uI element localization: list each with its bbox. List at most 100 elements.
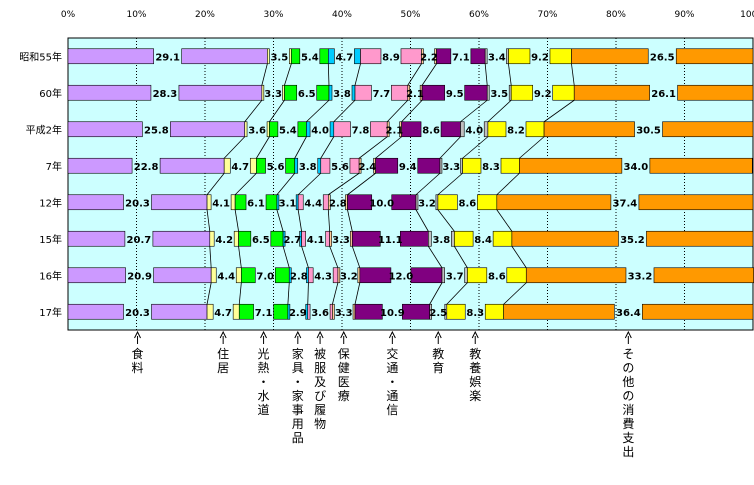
data-label: 9.2	[534, 89, 552, 100]
bar-segment	[429, 303, 432, 320]
data-label: 9.2	[531, 52, 549, 63]
bar-segment	[653, 267, 754, 284]
x-tick-label: 10%	[126, 10, 146, 20]
connector-line	[437, 209, 455, 232]
bar-segment	[375, 157, 399, 174]
legend-label: 被服及び履物	[314, 347, 326, 431]
x-tick-label: 0%	[61, 10, 76, 20]
legend-label: 食料	[132, 346, 144, 375]
connector-line	[206, 282, 212, 305]
category-label: 昭和55年	[19, 50, 62, 63]
data-label: 8.4	[474, 235, 492, 246]
connector-line	[244, 100, 263, 122]
bar-segment	[421, 84, 445, 101]
bar-segment	[151, 303, 208, 320]
data-label: 10.9	[380, 308, 405, 319]
x-tick-label: 30%	[263, 10, 283, 20]
connector-line	[320, 136, 335, 159]
connector-line	[297, 209, 302, 232]
connector-line	[329, 246, 339, 268]
x-tick-label: 70%	[537, 10, 557, 20]
data-label: 2.8	[290, 271, 308, 282]
bar-segment	[407, 84, 411, 101]
connector-line	[287, 282, 290, 305]
bar-segment	[329, 303, 333, 320]
plot-area	[67, 37, 754, 331]
data-label: 4.7	[231, 162, 249, 173]
connector-line	[427, 246, 443, 268]
x-tick-label: 90%	[674, 10, 694, 20]
data-label: 10.0	[369, 198, 394, 209]
bar-segment	[235, 267, 242, 284]
bar-segment	[492, 230, 513, 247]
bar-segment	[675, 48, 754, 65]
bar-segment	[306, 121, 311, 138]
connector-line	[327, 63, 330, 86]
category-label: 7年	[46, 160, 62, 173]
bar-segment	[503, 303, 615, 320]
connector-line	[415, 209, 429, 232]
x-tick-label: 60%	[469, 10, 489, 20]
bar-segment	[288, 267, 292, 284]
connector-line	[508, 63, 512, 86]
legend-arrowhead	[294, 330, 302, 339]
data-label: 33.2	[628, 271, 653, 282]
bar-segment	[386, 121, 390, 138]
data-label: 35.2	[620, 235, 645, 246]
bar-segment	[484, 48, 488, 65]
connector-line	[294, 136, 307, 159]
data-label: 2.9	[289, 308, 307, 319]
bar-segment	[317, 157, 322, 174]
bar-segment	[261, 84, 265, 101]
bar-segment	[360, 48, 382, 65]
connector-line	[439, 136, 461, 159]
bar-segment	[152, 230, 211, 247]
data-label: 3.5	[270, 52, 288, 63]
connector-line	[511, 246, 527, 268]
x-tick-label: 50%	[400, 10, 420, 20]
bar-segment	[400, 48, 422, 65]
bar-segment	[223, 157, 231, 174]
bar-segment	[506, 267, 527, 284]
data-label: 2.4	[358, 162, 376, 173]
bar-segment	[347, 194, 373, 211]
bar-segment	[439, 157, 443, 174]
bar-segment	[410, 267, 443, 284]
connector-line	[519, 136, 545, 159]
bar-segment	[301, 230, 306, 247]
data-label: 2.1	[386, 125, 404, 136]
legend-arrowhead	[434, 330, 442, 339]
legend-arrowhead	[316, 330, 324, 339]
connector-line	[437, 172, 463, 196]
bar-segment	[328, 84, 333, 101]
connector-line	[234, 172, 257, 196]
connector-line	[543, 99, 575, 123]
connector-line	[206, 173, 225, 195]
connector-line	[496, 209, 513, 232]
bar-segment	[233, 230, 239, 247]
bar-segment	[677, 84, 754, 101]
bar-segment	[646, 230, 754, 247]
bar-segment	[178, 84, 263, 101]
data-label: 8.6	[422, 125, 440, 136]
data-label: 8.6	[458, 198, 476, 209]
x-tick-labels: 0%10%20%30%40%50%60%70%80%90%100%	[61, 10, 754, 20]
bar-segment	[428, 230, 432, 247]
connector-line	[238, 246, 242, 268]
bar-segment	[333, 121, 351, 138]
bar-segment	[351, 230, 381, 247]
data-label: 4.4	[217, 271, 235, 282]
bar-segment	[500, 157, 520, 174]
bar-segment	[484, 303, 504, 320]
data-label: 4.0	[465, 125, 483, 136]
bar-segment	[519, 157, 623, 174]
bar-segment	[325, 230, 330, 247]
bar-segment	[454, 230, 474, 247]
data-label: 4.2	[215, 235, 233, 246]
bar-segment	[543, 121, 635, 138]
connector-line	[571, 63, 575, 86]
data-label: 8.6	[488, 271, 506, 282]
bar-segment	[391, 194, 417, 211]
